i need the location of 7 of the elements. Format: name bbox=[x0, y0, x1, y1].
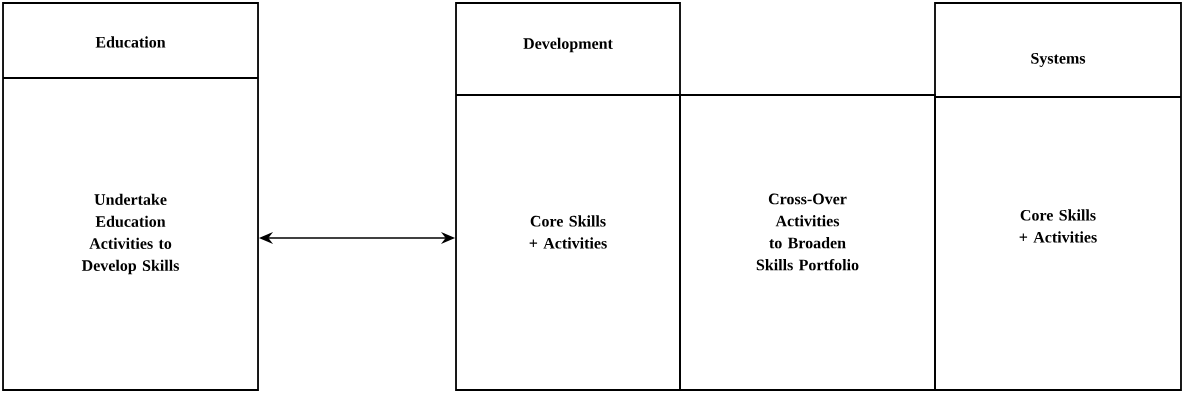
heading: Systems bbox=[1031, 53, 1086, 67]
heading: Education bbox=[95, 36, 166, 48]
heading: Development bbox=[523, 37, 613, 53]
body-text: Cross-Over Activities to Broaden Skills Portfolio bbox=[756, 193, 859, 271]
body-text: Undertake Education Activities to Develop Skills bbox=[81, 193, 179, 275]
body-text: Core Skills + Activities bbox=[1019, 209, 1097, 243]
body-text: Core Skills + Activities bbox=[529, 215, 607, 249]
